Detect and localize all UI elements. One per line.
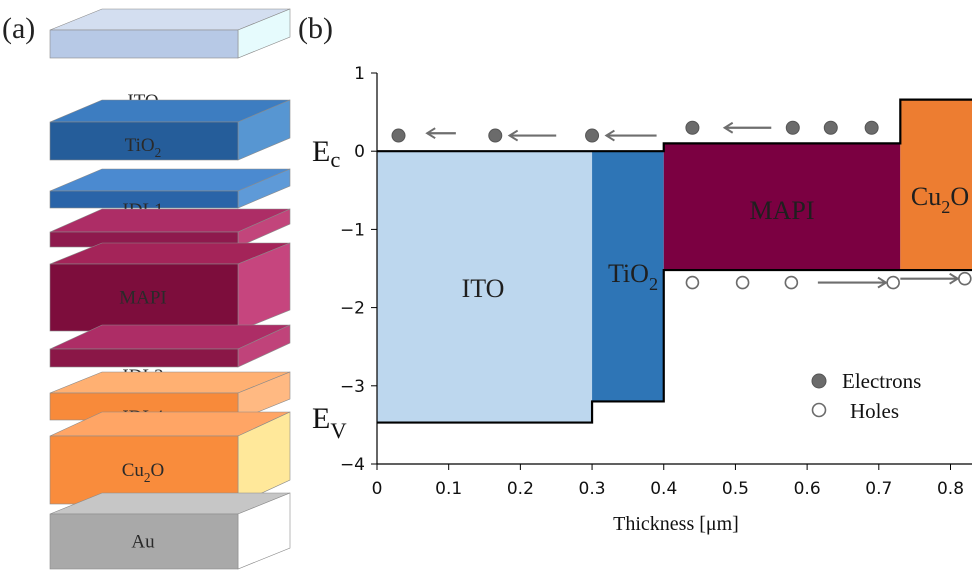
layer-tio2: TiO2 — [49, 99, 291, 161]
electron-marker — [785, 120, 800, 135]
x-tick-label: 0.8 — [937, 479, 964, 499]
region-label-tio-main: TiO — [608, 259, 649, 288]
layer-front-face — [49, 513, 239, 570]
layer-label-sub: 2 — [144, 470, 151, 485]
electron-marker — [585, 128, 600, 143]
y-tick-label: −2 — [340, 299, 365, 319]
legend-holes-label: Holes — [850, 399, 899, 423]
arrow-head — [425, 127, 436, 140]
layer-label-main: TiO — [125, 135, 155, 156]
region-label-tio-sub: 2 — [649, 274, 658, 294]
panel-b-label: (b) — [298, 12, 333, 45]
carrier-arrow-right — [817, 276, 888, 289]
region-label-mapi-main: MAPI — [749, 196, 814, 225]
y-tick-label: 1 — [354, 64, 365, 84]
region-cu2 — [900, 99, 972, 271]
layer-idl2: IDL2 — [49, 208, 291, 262]
layer-front-face — [49, 121, 239, 161]
layer-label-main: Cu — [122, 460, 145, 481]
hole-marker — [735, 275, 750, 290]
ev-label-main: E — [312, 402, 330, 435]
x-tick-label: 0.6 — [794, 479, 821, 499]
layer-idl3: IDL3 — [49, 324, 291, 387]
layer-front-face — [49, 263, 239, 332]
carrier-arrow-left — [507, 129, 557, 142]
layer-label-main: MAPI — [119, 288, 167, 309]
region-label-cu-tail: O — [950, 182, 969, 211]
x-tick-label: 0 — [372, 479, 383, 499]
region-label-cu: Cu2O — [911, 182, 969, 217]
layer-mapi: MAPI — [49, 242, 291, 332]
x-tick-label: 0.2 — [507, 479, 534, 499]
arrow-head — [877, 276, 888, 289]
x-tick-label: 0.4 — [650, 479, 677, 499]
region-label-tio: TiO2 — [608, 259, 658, 294]
ec-label-sub: c — [330, 147, 340, 172]
carrier-arrow-left — [722, 121, 772, 134]
carrier-arrow-left — [425, 127, 456, 140]
layer-ito: ITO — [49, 8, 291, 112]
x-axis-title: Thickness [μm] — [613, 513, 739, 535]
ec-label: Ec — [312, 135, 340, 172]
conduction-band-edge — [377, 98, 972, 153]
layer-label-tail: O — [151, 460, 165, 481]
valence-band-edge — [377, 268, 972, 424]
region-label-cu-sub: 2 — [941, 197, 950, 217]
ev-label: EV — [312, 402, 347, 443]
layer-stack-diagram: ITOTiO2IDL1IDL2MAPIIDL3IDL4Cu2OAu — [49, 8, 291, 570]
arrow-head — [604, 129, 615, 142]
y-tick-label: −3 — [340, 377, 365, 397]
electron-marker — [864, 120, 879, 135]
region-tio2 — [592, 151, 664, 402]
hole-marker — [958, 271, 972, 286]
region-label-ito-main: ITO — [462, 274, 505, 303]
layer-label: Au — [131, 532, 155, 553]
region-ito — [377, 151, 593, 423]
region-mapi — [663, 143, 901, 271]
arrow-head — [507, 129, 519, 142]
hole-marker — [886, 275, 900, 290]
layer-label: TiO2 — [125, 135, 162, 160]
x-tick-label: 0.5 — [722, 479, 749, 499]
x-tick-label: 0.7 — [865, 479, 892, 499]
layer-front-face — [49, 348, 239, 368]
legend-hole-marker — [811, 402, 827, 418]
ev-label-sub: V — [330, 418, 346, 443]
layer-cu2o: Cu2O — [49, 411, 291, 505]
electron-marker — [823, 120, 838, 135]
layer-front-face — [49, 29, 239, 59]
y-tick-label: 0 — [354, 142, 365, 162]
ec-label-main: E — [312, 135, 330, 168]
layer-label-sub: 2 — [155, 145, 162, 160]
hole-marker — [685, 275, 700, 290]
electron-marker — [488, 128, 503, 143]
layer-idl4: IDL4 — [49, 371, 291, 428]
region-label-mapi: MAPI — [749, 196, 814, 225]
legend-electron-marker — [811, 373, 827, 389]
layer-au: Au — [49, 492, 291, 570]
layer-front-face — [49, 190, 239, 209]
y-tick-label: −4 — [340, 455, 365, 475]
layer-front-face — [49, 435, 239, 505]
arrow-head — [722, 121, 734, 134]
layer-label-main: Au — [131, 532, 155, 553]
x-tick-label: 0.3 — [579, 479, 606, 499]
region-label-cu-main: Cu — [911, 182, 941, 211]
layer-label: Cu2O — [122, 460, 165, 485]
legend-electrons-label: Electrons — [842, 369, 921, 393]
carrier-arrow-left — [604, 129, 657, 142]
x-tick-label: 0.1 — [435, 479, 462, 499]
panel-a-label: (a) — [2, 12, 35, 45]
electron-marker — [391, 128, 406, 143]
hole-marker — [784, 275, 799, 290]
layer-label: MAPI — [119, 288, 167, 309]
electron-marker — [685, 120, 700, 135]
region-label-ito: ITO — [462, 274, 505, 303]
carrier-arrow-right — [900, 272, 960, 285]
arrow-head — [949, 272, 960, 285]
y-tick-label: −1 — [340, 220, 365, 240]
